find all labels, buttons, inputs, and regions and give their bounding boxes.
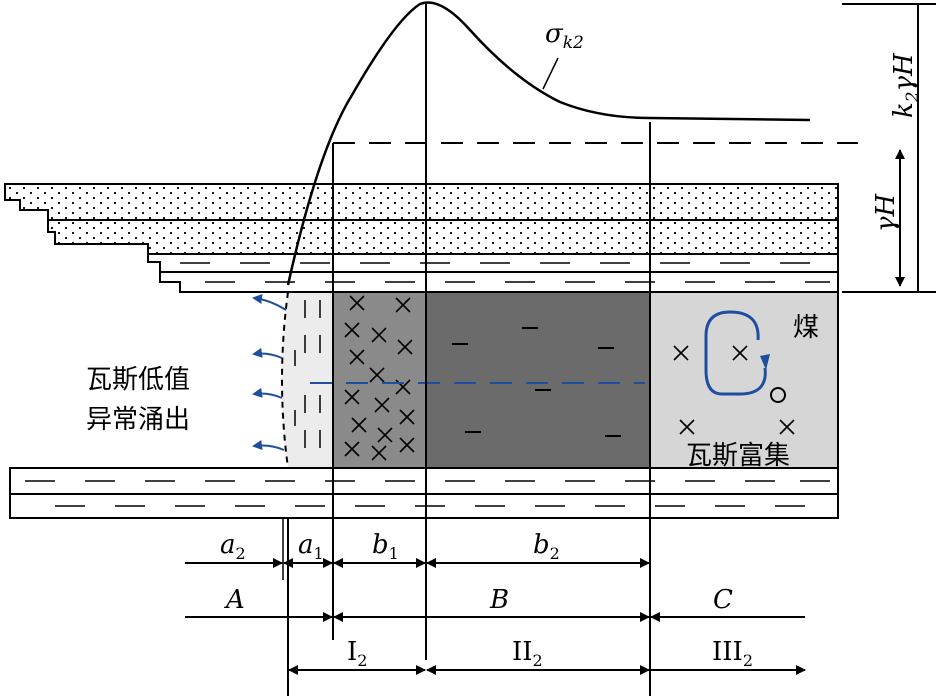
gamma-h-label: γH [871,192,901,232]
stress-curve-group [282,1,936,696]
dim-b2-label: b2 [533,530,560,563]
intact-zone [650,292,838,468]
gas-low-label-line1: 瓦斯低值 [86,365,190,395]
roof-strata [4,183,839,293]
low-value-zone [282,292,333,468]
circulation-arrow-icon [704,310,767,396]
gas-low-label-line2: 异常涌出 [86,405,190,435]
subzone-ii2-label: II2 [512,637,543,670]
arrow-left-icon [252,440,285,451]
coal-seam [10,291,839,469]
labels: σk2 k2γH γH 煤 瓦斯富集 瓦斯低值 异常涌出 a2 a1 b1 b2… [86,19,923,670]
subzone-i2-label: I2 [347,637,367,670]
subzone-iii2-label: III2 [712,637,753,670]
crushed-zone [333,292,426,468]
arrow-left-icon [252,387,283,399]
cross-mark-icon [344,295,415,461]
stress-curve [286,1,811,286]
zone-a-label: A [224,585,245,615]
vertical-dash-marks [294,300,321,448]
arrow-left-icon [252,347,283,359]
zone-b-label: B [489,585,509,615]
dim-a2-label: a2 [220,530,246,563]
gas-enrichment-label: 瓦斯富集 [686,441,790,471]
dimension-lines [185,558,806,675]
high-stress-zone [426,292,650,468]
floor-strata [9,467,839,519]
dim-a1-label: a1 [298,530,324,563]
coal-face-boundary [281,291,289,469]
k2-gamma-h-label: k2γH [889,52,923,118]
sigma-k2-label: σk2 [545,19,584,53]
roof-dash-marks [180,262,830,283]
dim-b1-label: b1 [372,530,399,563]
bubble-icon [770,387,786,403]
arrow-left-icon [252,294,287,311]
gas-outflow-arrows [252,294,287,451]
dash-mark-icon [452,327,621,437]
coal-label: 煤 [793,313,819,343]
zone-c-label: C [713,585,733,615]
